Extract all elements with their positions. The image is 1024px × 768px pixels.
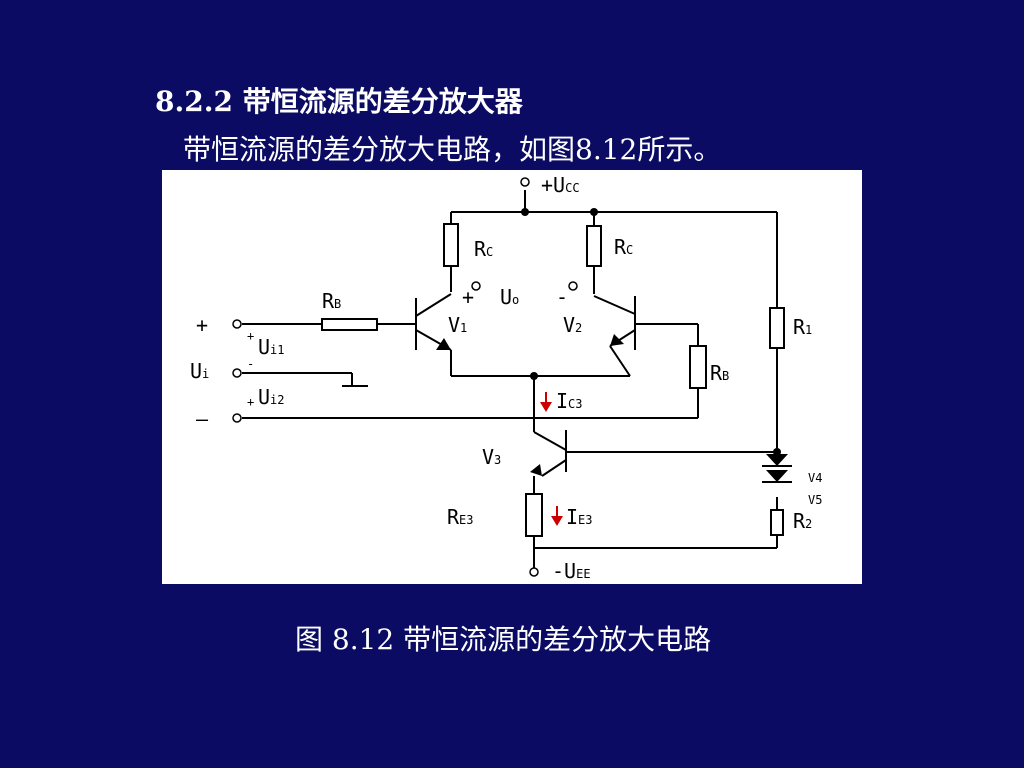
svg-text:Ui: Ui bbox=[190, 359, 209, 383]
vcc-sub: CC bbox=[565, 181, 579, 195]
svg-text:-UEE: -UEE bbox=[552, 559, 591, 583]
uo-minus: - bbox=[556, 285, 568, 309]
r1-label: R bbox=[793, 315, 806, 339]
svg-text:+UCC: +UCC bbox=[541, 173, 580, 197]
rb-left-sub: B bbox=[334, 297, 341, 311]
ui1-sub: i1 bbox=[270, 343, 284, 357]
re3-label: R bbox=[447, 505, 460, 529]
uo-label: U bbox=[500, 285, 512, 309]
v5-label: V bbox=[808, 493, 815, 507]
terminals bbox=[232, 177, 578, 577]
circuit-svg: +UCC RC RC RB RB R1 R2 RE3 V1 V2 V3 V4 V… bbox=[190, 173, 822, 583]
r2-sub: 2 bbox=[805, 517, 812, 531]
re3-sub: E3 bbox=[459, 513, 473, 527]
ui1-label: U bbox=[258, 335, 270, 359]
ui2-plus: + bbox=[247, 395, 254, 409]
junctions bbox=[436, 208, 788, 482]
svg-text:Ui1: Ui1 bbox=[258, 335, 285, 359]
svg-text:V4: V4 bbox=[808, 471, 822, 485]
resistors bbox=[321, 223, 785, 537]
input-minus: — bbox=[196, 407, 209, 431]
vee-sub: EE bbox=[576, 567, 590, 581]
svg-text:V5: V5 bbox=[808, 493, 822, 507]
section-heading: 8.2.2 带恒流源的差分放大器 bbox=[155, 85, 523, 118]
svg-text:R2: R2 bbox=[793, 509, 812, 533]
v3-label: V bbox=[482, 445, 494, 469]
svg-text:Ui2: Ui2 bbox=[258, 385, 285, 409]
v5-sub: 5 bbox=[815, 493, 822, 507]
ic3-label: I bbox=[556, 389, 568, 413]
svg-text:IC3: IC3 bbox=[556, 389, 583, 413]
rc-left-label: R bbox=[474, 237, 487, 261]
resistor-r2 bbox=[770, 509, 784, 536]
uo-plus: + bbox=[462, 285, 474, 309]
current-arrows bbox=[540, 392, 563, 526]
v3-sub: 3 bbox=[494, 453, 501, 467]
svg-text:RB: RB bbox=[710, 361, 729, 385]
svg-text:IE3: IE3 bbox=[566, 505, 593, 529]
svg-text:RC: RC bbox=[474, 237, 493, 261]
uo-sub: o bbox=[512, 293, 519, 307]
wires bbox=[242, 190, 792, 568]
ie3-label: I bbox=[566, 505, 578, 529]
intro-text: 带恒流源的差分放大电路，如图8.12所示。 bbox=[183, 133, 722, 166]
svg-text:Uo: Uo bbox=[500, 285, 519, 309]
svg-text:R1: R1 bbox=[793, 315, 812, 339]
ic3-sub: C3 bbox=[568, 397, 582, 411]
v2-sub: 2 bbox=[575, 321, 582, 335]
rb-right-label: R bbox=[710, 361, 723, 385]
rc-right-sub: C bbox=[626, 243, 633, 257]
svg-text:V2: V2 bbox=[563, 313, 582, 337]
resistor-re3 bbox=[525, 493, 543, 537]
ui-sub: i bbox=[202, 367, 209, 381]
resistor-r1 bbox=[769, 307, 785, 349]
ui2-label: U bbox=[258, 385, 270, 409]
v4-sub: 4 bbox=[815, 471, 822, 485]
vcc-label: +U bbox=[541, 173, 565, 197]
v2-label: V bbox=[563, 313, 575, 337]
v1-label: V bbox=[448, 313, 460, 337]
r1-sub: 1 bbox=[805, 323, 812, 337]
svg-text:V1: V1 bbox=[448, 313, 467, 337]
circuit-diagram: +UCC RC RC RB RB R1 R2 RE3 V1 V2 V3 V4 V… bbox=[162, 170, 862, 584]
rb-right-sub: B bbox=[722, 369, 729, 383]
svg-text:RC: RC bbox=[614, 235, 633, 259]
svg-text:RE3: RE3 bbox=[447, 505, 474, 529]
svg-text:RB: RB bbox=[322, 289, 341, 313]
v1-sub: 1 bbox=[460, 321, 467, 335]
rc-left-sub: C bbox=[486, 245, 493, 259]
vee-label: -U bbox=[552, 559, 576, 583]
figure-caption: 图 8.12 带恒流源的差分放大电路 bbox=[295, 623, 712, 656]
ui1-plus: + bbox=[247, 329, 254, 343]
ui1-minus: - bbox=[247, 357, 254, 371]
ui-label: U bbox=[190, 359, 202, 383]
resistor-rb-right bbox=[689, 345, 707, 389]
rb-left-label: R bbox=[322, 289, 335, 313]
v4-label: V bbox=[808, 471, 815, 485]
r2-label: R bbox=[793, 509, 806, 533]
ie3-sub: E3 bbox=[578, 513, 592, 527]
resistor-rc-left bbox=[443, 223, 459, 267]
rc-right-label: R bbox=[614, 235, 627, 259]
ui2-sub: i2 bbox=[270, 393, 284, 407]
resistor-rc-right bbox=[586, 225, 602, 267]
resistor-rb-left bbox=[321, 318, 378, 331]
svg-text:V3: V3 bbox=[482, 445, 501, 469]
input-plus: + bbox=[196, 313, 208, 337]
